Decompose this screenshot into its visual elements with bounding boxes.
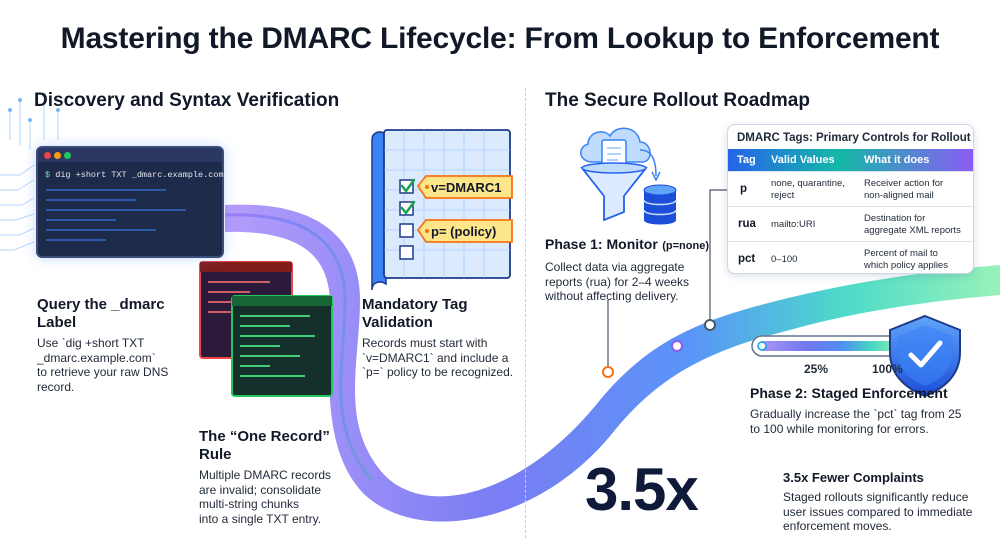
- minimize-dot-icon: [54, 152, 61, 159]
- roadmap-connectors: [607, 189, 727, 370]
- pct-label-end: 100%: [872, 362, 903, 376]
- database-icon: [643, 184, 677, 225]
- table-cell-values: none, quarantine,reject: [771, 178, 845, 201]
- duplicate-record-panels: [199, 261, 333, 397]
- circuit-lines-decor: [0, 95, 59, 251]
- step-body: Records must start with `v=DMARC1` and i…: [362, 336, 514, 379]
- phase2-title: Phase 2: Staged Enforcement: [750, 385, 948, 401]
- table-header-cell: Tag: [737, 154, 756, 166]
- table-header-cell: Valid Values: [771, 154, 835, 166]
- table-cell-values: 0–100: [771, 254, 798, 265]
- pct-label-start: 25%: [804, 362, 829, 376]
- table-cell-tag: pct: [738, 253, 756, 265]
- table-cell-tag: rua: [738, 218, 756, 230]
- stat-title: 3.5x Fewer Complaints: [783, 470, 924, 485]
- page-title: Mastering the DMARC Lifecycle: From Look…: [60, 22, 940, 55]
- ribbon-main: [225, 204, 1000, 522]
- step-one-record-rule: The “One Record”Rule Multiple DMARC reco…: [199, 428, 359, 526]
- step-title: The “One Record”Rule: [199, 428, 330, 463]
- dmarc-tags-table: DMARC Tags: Primary Controls for Rollout…: [727, 124, 974, 274]
- phase1-title: Phase 1: Monitor (p=none): [545, 236, 709, 252]
- stat-body: Staged rollouts significantly reduce use…: [783, 490, 973, 533]
- table-cell-values: mailto:URI: [771, 219, 816, 230]
- step-body: Use `dig +short TXT _dmarc.example.com` …: [37, 336, 169, 394]
- phase1-block: Phase 1: Monitor (p=none) Collect data v…: [545, 236, 725, 304]
- table-header-row: Tag Valid Values What it does: [728, 149, 973, 171]
- close-dot-icon: [44, 152, 51, 159]
- phase2-block: Phase 2: Staged Enforcement Gradually in…: [750, 385, 990, 436]
- table-header-cell: What it does: [864, 154, 930, 166]
- table-cell-tag: p: [740, 183, 748, 195]
- phase1-body: Collect data via aggregate reports (rua)…: [545, 260, 690, 303]
- section-divider: [525, 88, 526, 538]
- tag-badge-policy: p= (policy): [431, 224, 497, 239]
- phase2-body: Gradually increase the `pct` tag from 25…: [750, 407, 962, 436]
- tag-badge-version: v=DMARC1: [431, 180, 502, 195]
- stat-value: 3.5x: [585, 456, 699, 523]
- terminal-titlebar: [38, 148, 222, 162]
- phase1-node: [602, 366, 614, 378]
- terminal-prompt: $: [45, 170, 51, 180]
- terminal-window: $ dig +short TXT _dmarc.example.com: [36, 146, 224, 258]
- table-row: p none, quarantine,reject Receiver actio…: [728, 171, 973, 206]
- table-node: [704, 319, 716, 331]
- config-document-icon: [371, 129, 513, 291]
- shield-check-icon: [889, 314, 961, 398]
- terminal-command-line: $ dig +short TXT _dmarc.example.com: [45, 170, 224, 180]
- step-body: Multiple DMARC records are invalid; cons…: [199, 468, 332, 526]
- right-section-heading: The Secure Rollout Roadmap: [545, 90, 810, 111]
- terminal-command: dig +short TXT _dmarc.example.com: [55, 170, 224, 180]
- left-section-heading: Discovery and Syntax Verification: [34, 90, 340, 111]
- maximize-dot-icon: [64, 152, 71, 159]
- funnel-icon: [580, 162, 648, 222]
- flow-arrow-icon: [639, 149, 657, 177]
- stat-block: 3.5x Fewer Complaints Staged rollouts si…: [783, 470, 993, 534]
- terminal-output-lines: [46, 189, 186, 241]
- table-title: DMARC Tags: Primary Controls for Rollout: [737, 132, 971, 144]
